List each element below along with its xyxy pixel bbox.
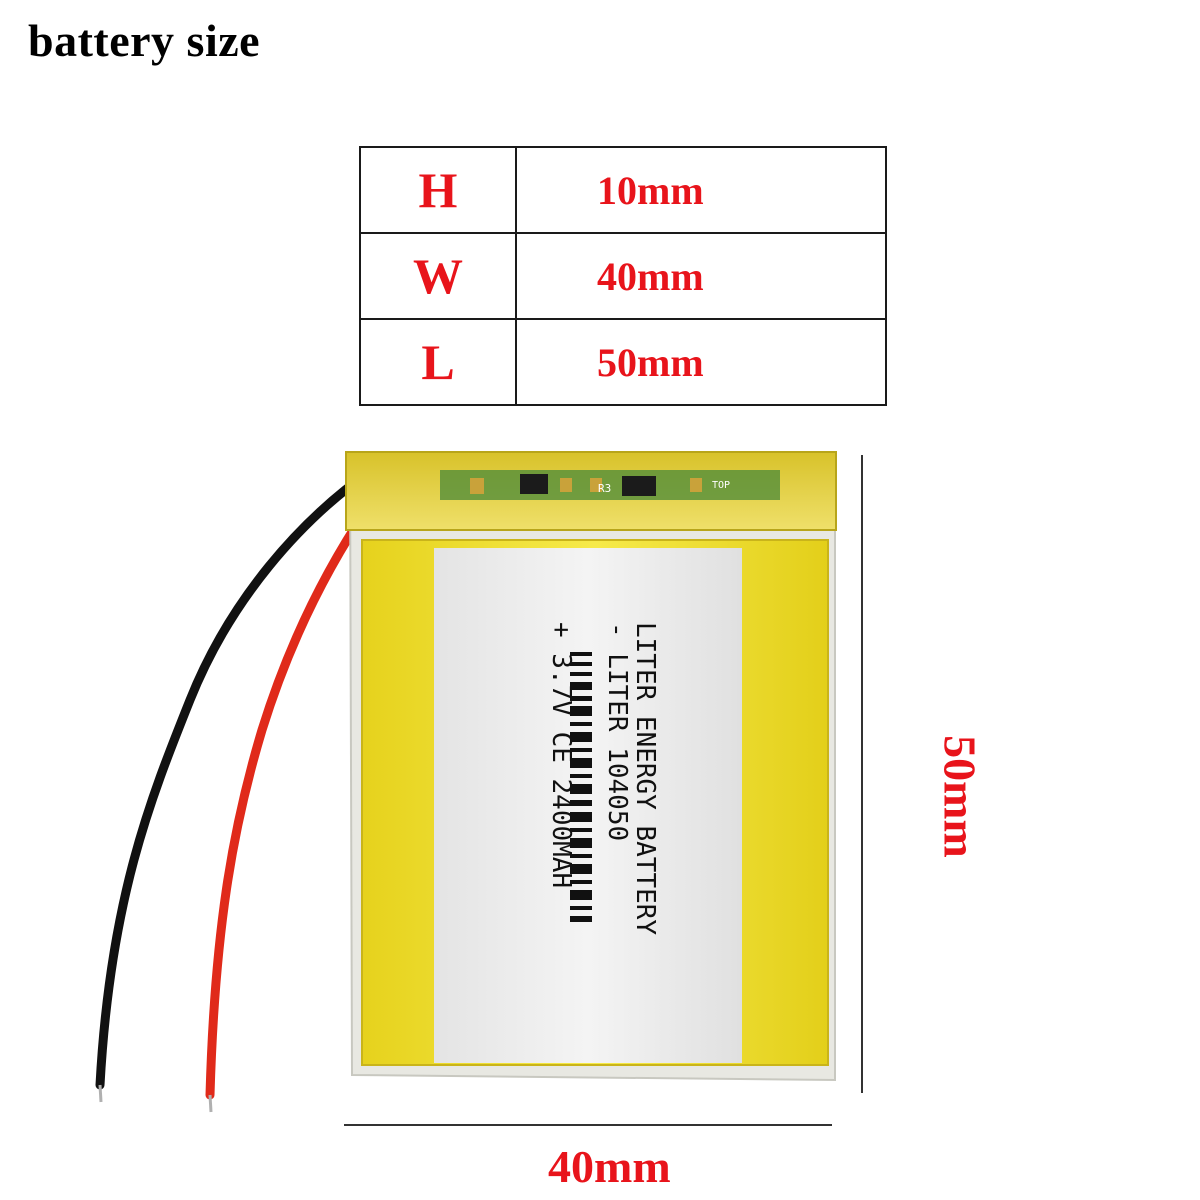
width-label: 40mm [548, 1141, 671, 1192]
label-line: - LITER 104050 [602, 622, 632, 841]
dimension-value: 10mm [515, 146, 887, 234]
page-title: battery size [28, 15, 261, 66]
dimension-key: L [359, 318, 517, 406]
pcb-mark: R3 [598, 482, 611, 495]
dimension-key: H [359, 146, 517, 234]
dimension-key: W [359, 232, 517, 320]
label-line: LITER ENERGY BATTERY [630, 622, 660, 935]
height-label: 50mm [934, 735, 986, 858]
dimension-value: 50mm [515, 318, 887, 406]
table-row: L 50mm [359, 318, 887, 406]
pcb-mark: TOP [712, 480, 730, 491]
label-line: + 3.7V CE 2400MAH [546, 622, 576, 888]
black-wire [95, 465, 377, 1090]
barcode-row [570, 652, 592, 922]
table-row: W 40mm [359, 232, 887, 320]
table-row: H 10mm [359, 146, 887, 234]
dimension-table: H 10mm W 40mm L 50mm [359, 146, 887, 406]
dimension-value: 40mm [515, 232, 887, 320]
red-wire [205, 485, 385, 1100]
